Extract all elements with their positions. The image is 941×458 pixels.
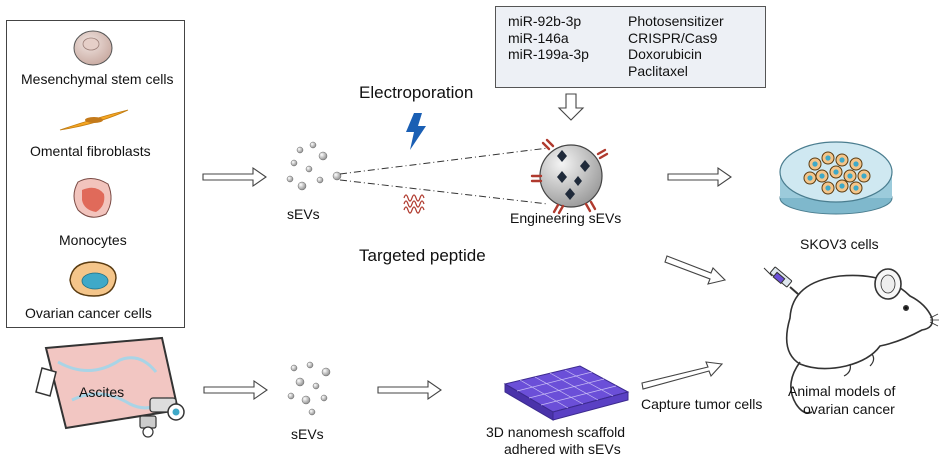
cargo-mirna-2: miR-146a <box>508 29 569 46</box>
cargo-drug-3: Doxorubicin <box>628 46 702 62</box>
flow-arrows <box>202 93 732 401</box>
sevs-label-top: sEVs <box>287 206 320 222</box>
scaffold-label-line1: 3D nanomesh scaffold <box>486 424 626 440</box>
arrow-cargo-down <box>557 93 585 121</box>
peptide-icon <box>403 194 425 214</box>
syringe-icon <box>763 266 799 295</box>
engineering-sev-icon <box>530 138 609 215</box>
arrow-engineering-to-cells <box>667 166 732 188</box>
ovarian-cancer-cell-icon <box>69 261 117 297</box>
cargo-box: miR-92b-3p miR-146a miR-199a-3p Photosen… <box>495 6 766 88</box>
source-label-ovarian: Ovarian cancer cells <box>25 305 152 321</box>
capture-tumor-cells-label: Capture tumor cells <box>641 396 763 412</box>
source-label-fibroblasts: Omental fibroblasts <box>30 143 151 159</box>
cargo-drug-1: Photosensitizer <box>628 13 724 29</box>
source-label-monocytes: Monocytes <box>59 232 127 248</box>
ascites-bag-icon <box>35 336 185 438</box>
arrow-ascites-to-sevs <box>203 379 268 401</box>
cargo-drug-4: Paclitaxel <box>628 62 688 79</box>
omental-fibroblast-icon <box>59 109 129 131</box>
arrow-sevs-to-scaffold <box>377 379 442 401</box>
arrow-engineering-to-mouse <box>664 255 727 285</box>
skov3-cells-label: SKOV3 cells <box>800 236 879 252</box>
scaffold-label-line2: adhered with sEVs <box>504 441 621 457</box>
mesenchymal-stem-cell-icon <box>73 30 113 66</box>
electroporation-label: Electroporation <box>359 83 474 102</box>
animal-models-label-line2: ovarian cancer <box>803 401 895 417</box>
engineering-sevs-label: Engineering sEVs <box>510 210 622 226</box>
nanomesh-scaffold-icon <box>503 365 630 421</box>
sevs-label-bottom: sEVs <box>291 426 324 442</box>
source-label-mesenchymal: Mesenchymal stem cells <box>21 71 174 87</box>
monocyte-icon <box>73 178 112 218</box>
cargo-mirna-3: miR-199a-3p <box>508 46 589 62</box>
animal-models-label-line1: Animal models of <box>788 383 896 399</box>
targeted-peptide-label: Targeted peptide <box>359 246 486 265</box>
cargo-mirna-1: miR-92b-3p <box>508 13 582 29</box>
arrow-scaffold-to-mouse <box>641 361 724 390</box>
sevs-cluster-bottom <box>287 361 331 416</box>
engineering-spread-lines <box>339 147 549 205</box>
mouse-icon <box>785 268 939 414</box>
lightning-icon <box>406 113 426 150</box>
arrow-sources-to-sevs <box>202 166 267 188</box>
petri-dish-icon <box>779 141 893 215</box>
sevs-cluster-top <box>286 141 342 191</box>
ascites-label: Ascites <box>79 384 125 400</box>
cargo-drug-2: CRISPR/Cas9 <box>628 29 718 46</box>
